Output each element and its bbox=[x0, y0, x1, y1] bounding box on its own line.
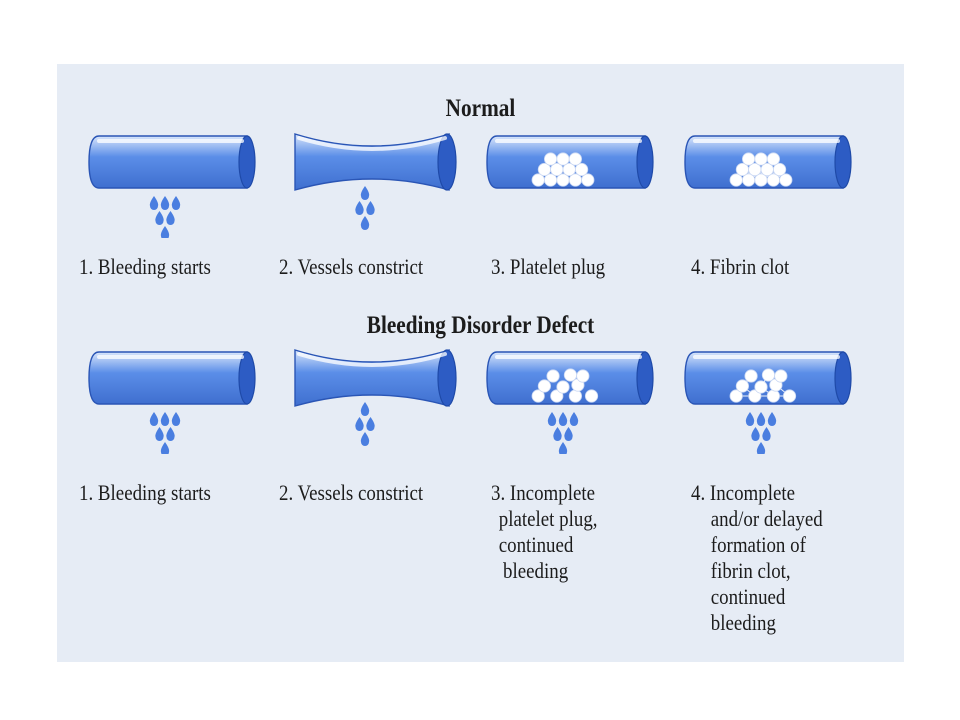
step-caption-normal-3: 3. Platelet plug bbox=[491, 254, 606, 279]
blood-drop bbox=[160, 442, 170, 454]
platelet bbox=[556, 380, 570, 394]
platelet bbox=[546, 369, 560, 383]
vessel-defect-constrict bbox=[287, 344, 459, 454]
blood-drop bbox=[360, 216, 370, 230]
blood-vessel-graphic bbox=[294, 133, 457, 230]
blood-vessel-graphic bbox=[486, 135, 654, 189]
step-caption-normal-4: 4. Fibrin clot bbox=[691, 254, 790, 279]
blood-vessel-graphic bbox=[294, 349, 457, 446]
blood-drop bbox=[762, 427, 771, 441]
platelet bbox=[729, 389, 743, 403]
vessel-opening bbox=[636, 135, 654, 189]
platelet bbox=[761, 368, 776, 382]
blood-drop bbox=[547, 412, 557, 426]
section-title-defect: Bleeding Disorder Defect bbox=[366, 312, 595, 339]
platelet bbox=[531, 389, 545, 403]
vessel-normal-platelet-plug bbox=[485, 128, 657, 238]
platelet bbox=[748, 389, 762, 403]
vessel-opening bbox=[437, 349, 457, 407]
blood-drop bbox=[149, 412, 159, 426]
platelet bbox=[581, 173, 595, 187]
blood-drop bbox=[171, 412, 181, 426]
platelet bbox=[782, 389, 797, 403]
platelet bbox=[575, 162, 589, 177]
platelet bbox=[741, 152, 756, 166]
vessel-defect-bleeding-starts bbox=[87, 344, 259, 454]
blood-drop bbox=[366, 201, 375, 215]
blood-drop bbox=[160, 196, 170, 210]
platelet bbox=[537, 379, 552, 393]
vessel-body bbox=[88, 135, 248, 189]
blood-drop bbox=[155, 427, 164, 441]
blood-vessel-graphic bbox=[684, 351, 852, 454]
platelet bbox=[754, 380, 768, 394]
blood-vessel-graphic bbox=[88, 135, 256, 238]
vessel-body bbox=[88, 351, 248, 405]
vessel-opening bbox=[834, 135, 852, 189]
platelet bbox=[563, 368, 578, 382]
vessel-opening bbox=[437, 133, 457, 191]
blood-drop bbox=[767, 412, 777, 426]
blood-drop bbox=[171, 196, 181, 210]
blood-drop bbox=[756, 442, 766, 454]
blood-drop bbox=[360, 432, 370, 446]
blood-drop bbox=[355, 201, 364, 215]
platelet bbox=[550, 389, 564, 403]
section-title-normal: Normal bbox=[445, 95, 516, 122]
blood-drop bbox=[553, 427, 562, 441]
platelet bbox=[568, 152, 583, 166]
vessel-opening bbox=[238, 351, 256, 405]
blood-vessel-graphic bbox=[684, 135, 852, 189]
step-caption-defect-3: 3. Incomplete platelet plug, continued b… bbox=[491, 480, 598, 583]
platelet bbox=[774, 369, 788, 383]
step-caption-defect-2: 2. Vessels constrict bbox=[279, 480, 424, 505]
step-caption-normal-1: 1. Bleeding starts bbox=[79, 254, 211, 279]
vessel-normal-fibrin-clot bbox=[683, 128, 855, 238]
step-caption-normal-2: 2. Vessels constrict bbox=[279, 254, 424, 279]
platelet bbox=[584, 389, 599, 403]
platelet bbox=[744, 369, 758, 383]
platelet bbox=[543, 152, 558, 166]
platelet bbox=[556, 152, 570, 166]
blood-drop bbox=[360, 402, 370, 416]
blood-drop bbox=[569, 412, 579, 426]
vessel-opening bbox=[834, 351, 852, 405]
blood-drop bbox=[366, 417, 375, 431]
blood-drop bbox=[355, 417, 364, 431]
step-caption-defect-1: 1. Bleeding starts bbox=[79, 480, 211, 505]
platelet bbox=[779, 173, 793, 187]
step-caption-defect-4: 4. Incomplete and/or delayed formation o… bbox=[691, 480, 823, 635]
blood-drop bbox=[360, 186, 370, 200]
blood-drop bbox=[166, 427, 175, 441]
platelet bbox=[754, 152, 768, 166]
blood-drop bbox=[756, 412, 766, 426]
blood-vessel-graphic bbox=[486, 351, 654, 454]
vessel-opening bbox=[238, 135, 256, 189]
blood-drop bbox=[558, 442, 568, 454]
vessel-defect-fibrin-clot bbox=[683, 344, 855, 454]
vessel-normal-bleeding-starts bbox=[87, 128, 259, 238]
blood-drop bbox=[155, 211, 164, 225]
platelet bbox=[773, 162, 787, 177]
vessel-defect-platelet-plug bbox=[485, 344, 657, 454]
platelet bbox=[568, 389, 583, 403]
platelet bbox=[576, 369, 590, 383]
blood-drop bbox=[160, 412, 170, 426]
platelet bbox=[735, 379, 750, 393]
platelet bbox=[766, 389, 781, 403]
vessel-normal-constrict bbox=[287, 128, 459, 238]
platelet bbox=[766, 152, 781, 166]
blood-drop bbox=[149, 196, 159, 210]
blood-drop bbox=[564, 427, 573, 441]
blood-drop bbox=[558, 412, 568, 426]
blood-drop bbox=[751, 427, 760, 441]
blood-vessel-graphic bbox=[88, 351, 256, 454]
blood-drop bbox=[166, 211, 175, 225]
blood-drop bbox=[745, 412, 755, 426]
vessel-opening bbox=[636, 351, 654, 405]
blood-drop bbox=[160, 226, 170, 238]
